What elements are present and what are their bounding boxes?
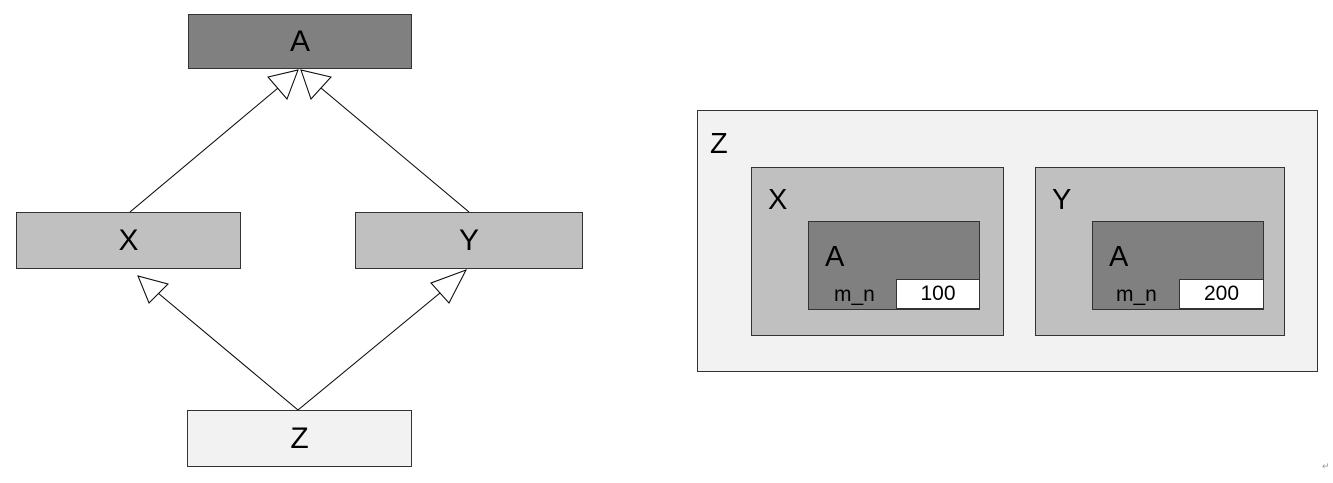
subobject-x: X A m_n 100 (751, 167, 1004, 336)
field-value-y: 200 (1179, 279, 1264, 309)
class-box-z: Z (187, 410, 412, 467)
paragraph-mark: ↵ (1322, 461, 1330, 471)
class-box-a: A (188, 14, 412, 69)
object-layout-z: Z X A m_n 100 Y A m_n 200 (697, 110, 1318, 372)
arrowhead-z-to-y (430, 269, 468, 304)
subobject-x-base-a: A m_n 100 (808, 221, 980, 310)
arrowhead-y-to-a (300, 69, 332, 100)
class-label-a: A (289, 24, 310, 58)
class-label-y: Y (458, 223, 479, 257)
edge-z-to-y (297, 292, 441, 411)
subobject-y-base-a: A m_n 200 (1092, 221, 1264, 310)
arrowhead-z-to-x (137, 275, 169, 304)
field-name-x: m_n (834, 283, 875, 306)
field-name-y: m_n (1116, 283, 1157, 306)
class-label-x: X (118, 223, 139, 257)
arrowhead-x-to-a (267, 69, 299, 100)
object-label-z: Z (710, 128, 728, 160)
base-a-label-x: A (825, 241, 845, 273)
class-box-y: Y (355, 212, 583, 269)
edge-x-to-a (129, 87, 279, 213)
subobject-label-x: X (768, 184, 788, 216)
class-box-x: X (16, 212, 241, 269)
subobject-label-y: Y (1052, 184, 1072, 216)
edge-y-to-a (320, 87, 470, 213)
class-label-z: Z (290, 421, 309, 455)
field-value-x: 100 (896, 279, 980, 309)
edge-z-to-x (157, 292, 299, 411)
subobject-y: Y A m_n 200 (1035, 167, 1285, 336)
base-a-label-y: A (1109, 241, 1129, 273)
